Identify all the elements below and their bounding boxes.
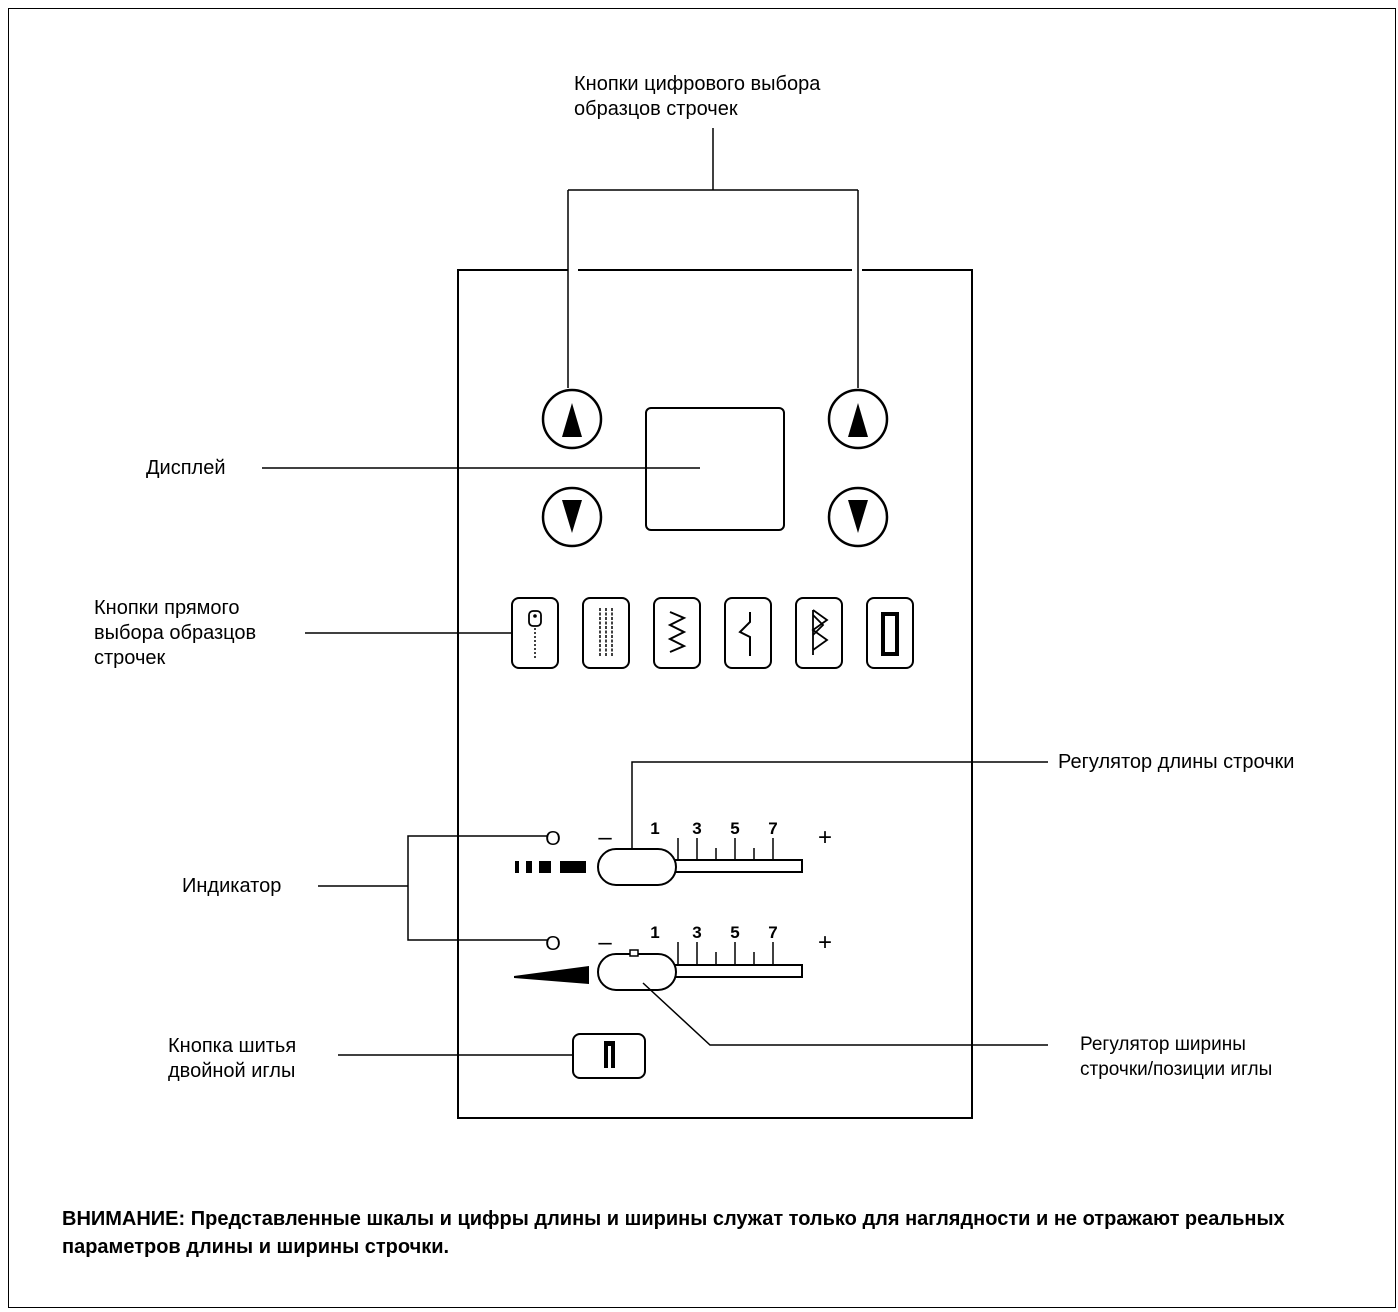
length-minus-sign: – [598, 824, 612, 851]
width-indicator-icon [514, 966, 589, 984]
figure-frame [8, 8, 1396, 1308]
left-down-button[interactable] [541, 486, 603, 548]
arrow-down-icon [562, 500, 582, 533]
leader-width-regulator [642, 982, 1048, 1046]
stitch-button-stretch-zigzag[interactable] [795, 597, 843, 669]
label-direct-buttons: Кнопки прямого выбора образцов строчек [94, 597, 257, 669]
stretch-zigzag-icon [811, 609, 829, 655]
arrow-down-icon [848, 500, 868, 533]
width-slider-knob[interactable] [597, 953, 677, 991]
display-screen [645, 407, 785, 531]
length-tick-label: 7 [768, 819, 777, 838]
blind-stitch-icon [738, 612, 751, 656]
leader-indicator [318, 835, 548, 941]
width-plus-sign: + [818, 929, 832, 956]
width-indicator-mark: O [545, 933, 561, 955]
note-warning: ВНИМАНИЕ: Представленные шкалы и цифры д… [62, 1208, 1285, 1258]
twin-needle-button[interactable] [572, 1033, 646, 1079]
label-display: Дисплей [146, 457, 226, 479]
width-minus-sign: – [598, 929, 612, 956]
left-up-button[interactable] [541, 388, 603, 450]
width-tick-label: 1 [650, 923, 659, 942]
label-width-regulator: Регулятор ширины строчки/позиции иглы [1080, 1034, 1273, 1080]
stitch-button-blind[interactable] [724, 597, 772, 669]
straight-stitch-icon [528, 610, 542, 658]
width-scale [514, 942, 803, 984]
stitch-button-buttonhole[interactable] [866, 597, 914, 669]
arrow-up-icon [562, 403, 582, 437]
leader-digital-buttons [567, 128, 859, 388]
twin-needle-icon [604, 1041, 615, 1068]
zigzag-icon [667, 611, 687, 653]
length-indicator-icon [515, 861, 586, 873]
triple-straight-icon [599, 608, 613, 656]
length-tick-label: 5 [730, 819, 739, 838]
panel-outline [457, 269, 973, 1119]
stitch-button-zigzag[interactable] [653, 597, 701, 669]
width-tick-label: 7 [768, 923, 777, 942]
width-tick-label: 5 [730, 923, 739, 942]
length-plus-sign: + [818, 824, 832, 851]
right-down-button[interactable] [827, 486, 889, 548]
arrow-up-icon [848, 403, 868, 437]
buttonhole-icon [881, 612, 899, 656]
label-length-regulator: Регулятор длины строчки [1058, 751, 1295, 773]
length-tick-label: 3 [692, 819, 701, 838]
label-twin-needle: Кнопка шитья двойной иглы [168, 1035, 297, 1082]
length-slider-knob[interactable] [597, 848, 677, 886]
length-tick-label: 1 [650, 819, 659, 838]
label-indicator: Индикатор [182, 875, 282, 897]
right-up-button[interactable] [827, 388, 889, 450]
label-digital-buttons: Кнопки цифрового выбора образцов строчек [574, 73, 821, 120]
width-tick-label: 3 [692, 923, 701, 942]
leader-length-regulator [631, 761, 1048, 855]
length-scale [515, 838, 803, 873]
length-indicator-mark: O [545, 828, 561, 850]
